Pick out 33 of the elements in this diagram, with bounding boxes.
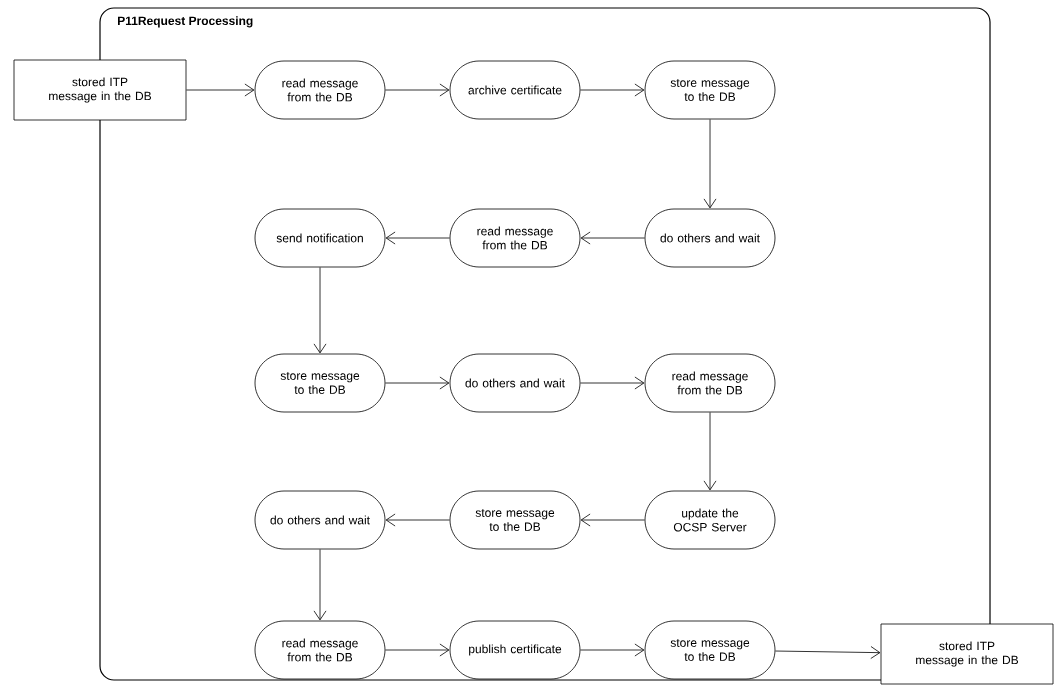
arrow (703, 412, 717, 491)
arrow (385, 513, 450, 527)
activity-box: read message from the DB (254, 60, 386, 120)
activity-box: publish certificate (449, 620, 581, 680)
activity-box: store message to the DB (644, 620, 776, 680)
activity-box: do others and wait (449, 353, 581, 413)
arrow (580, 231, 645, 245)
arrow (313, 549, 327, 621)
arrow (580, 513, 645, 527)
activity-box: read message from the DB (449, 208, 581, 268)
arrow (313, 267, 327, 354)
arrow (775, 646, 881, 659)
arrow (580, 376, 645, 390)
activity-box: store message to the DB (254, 353, 386, 413)
arrow (703, 119, 717, 209)
activity-box: do others and wait (254, 490, 386, 550)
arrow (580, 83, 645, 97)
arrow (186, 83, 255, 97)
activity-box: do others and wait (644, 208, 776, 268)
activity-box: store message to the DB (644, 60, 776, 120)
activity-box: store message to the DB (449, 490, 581, 550)
arrow (385, 231, 450, 245)
activity-box: read message from the DB (644, 353, 776, 413)
object-box: stored ITP message in the DB (880, 623, 1054, 685)
arrow (385, 643, 450, 657)
activity-box: update the OCSP Server (644, 490, 776, 550)
object-box: stored ITP message in the DB (13, 59, 187, 121)
activity-box: read message from the DB (254, 620, 386, 680)
arrow (385, 376, 450, 390)
activity-box: archive certificate (449, 60, 581, 120)
activity-box: send notification (254, 208, 386, 268)
arrow (385, 83, 450, 97)
arrow (580, 643, 645, 657)
